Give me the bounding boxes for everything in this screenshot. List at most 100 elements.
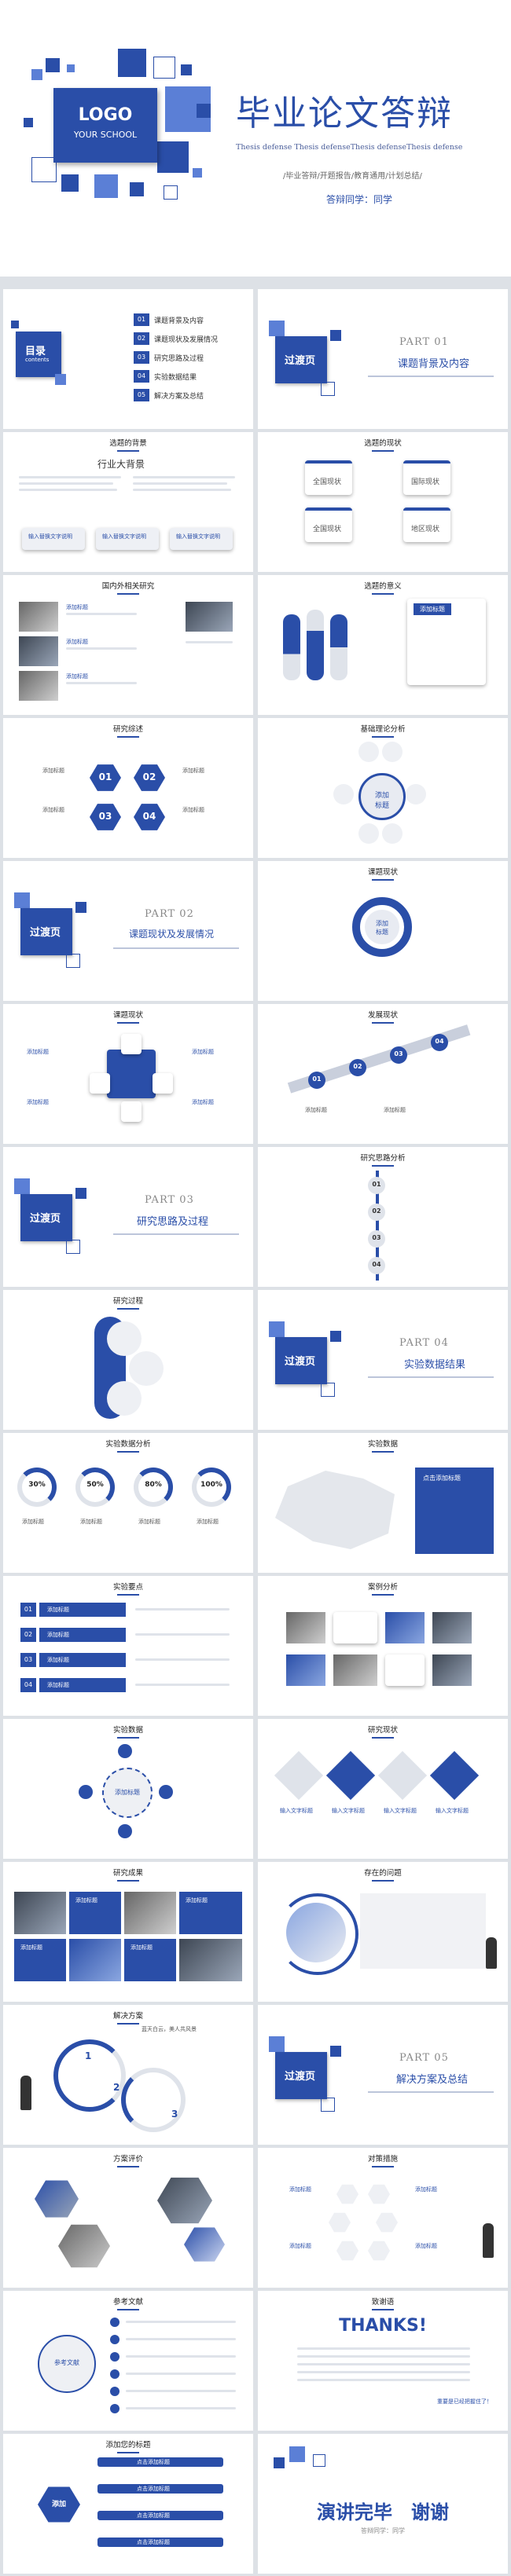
point-bar	[39, 1678, 126, 1692]
slide-ending[interactable]: 演讲完毕 谢谢 答辩同学：同学	[258, 2434, 508, 2574]
photo	[333, 1654, 377, 1686]
hex-icon	[368, 2241, 390, 2261]
node-number: 01	[372, 1181, 381, 1188]
title-bar: 点击添加标题	[97, 2511, 223, 2520]
box-label: 输入替换文字说明	[28, 533, 72, 540]
node-circle	[382, 823, 403, 844]
slide-topic-status[interactable]: 选题的现状 全国现状 国际现状 全国现状 地区现状	[258, 432, 508, 572]
slide-problems[interactable]: 存在的问题	[258, 1862, 508, 2002]
contents-number: 01	[134, 313, 149, 326]
photo	[124, 1892, 176, 1934]
slide-extra[interactable]: 添加您的标题 添加 点击添加标题 点击添加标题 点击添加标题 点击添加标题	[3, 2434, 253, 2574]
slide-title: 实验数据	[258, 1438, 508, 1453]
tags-line: /毕业答辩/开题报告/教育通用/计划总结/	[283, 172, 422, 181]
status-box-label: 全国现状	[313, 526, 342, 533]
hex-icon	[329, 2212, 351, 2233]
slide-topic-status-3[interactable]: 课题现状 添加标题 添加标题 添加标题 添加标题	[3, 1004, 253, 1144]
contents-number: 03	[134, 351, 149, 364]
slide-title: 基础理论分析	[258, 723, 508, 738]
map	[275, 1471, 395, 1549]
divider	[368, 2091, 494, 2093]
slide-topic-status-2[interactable]: 课题现状 添加 标题	[258, 861, 508, 1001]
slide-title: 课题现状	[258, 866, 508, 881]
divider	[368, 1376, 494, 1378]
deco-square	[330, 2046, 341, 2057]
thanks-footer: 重要是已经把握住了！	[437, 2398, 492, 2405]
slide-research-results[interactable]: 研究成果 添加标题 添加标题 添加标题 添加标题	[3, 1862, 253, 2002]
slide-title: 研究现状	[258, 1724, 508, 1739]
photo	[432, 1612, 472, 1643]
center-label: 添加标题	[115, 1789, 140, 1796]
photo	[385, 1612, 425, 1643]
item-label: 输入文字标题	[384, 1808, 417, 1814]
deco-square	[321, 1383, 335, 1397]
contents-text: 研究思路及过程	[154, 355, 204, 363]
slide-topic-background[interactable]: 选题的背景 行业大背景 输入替换文字说明 输入替换文字说明 输入替换文字说明	[3, 432, 253, 572]
slide-cases[interactable]: 案例分析	[258, 1576, 508, 1716]
slide-title: 方案评价	[3, 2153, 253, 2167]
slide-research-process[interactable]: 研究过程	[3, 1290, 253, 1430]
slide-thanks[interactable]: 致谢语 THANKS! 重要是已经把握住了！	[258, 2291, 508, 2431]
slide-transition-4[interactable]: 过渡页 PART 04 实验数据结果	[258, 1290, 508, 1430]
slide-transition-3[interactable]: 过渡页 PART 03 研究思路及过程	[3, 1147, 253, 1287]
english-subtitle: Thesis defense Thesis defenseThesis defe…	[236, 143, 463, 152]
center-label: 添加 标题	[376, 920, 388, 936]
bubble	[129, 1351, 164, 1386]
reference-dot	[110, 2404, 119, 2413]
node	[79, 1785, 93, 1799]
slide-theory-analysis[interactable]: 基础理论分析 添加 标题	[258, 718, 508, 858]
slide-topic-meaning[interactable]: 选题的意义 添加标题	[258, 575, 508, 715]
part-number: PART 02	[145, 908, 194, 920]
item-label: 添加标题	[182, 768, 204, 774]
slide-experiment-data-2[interactable]: 实验数据 添加标题	[3, 1719, 253, 1859]
deco-square	[24, 118, 33, 127]
hex-number: 04	[142, 811, 156, 822]
deco-square	[11, 321, 19, 328]
contents-item[interactable]: 03 研究思路及过程	[134, 350, 244, 365]
slide-transition-2[interactable]: 过渡页 PART 02 课题现状及发展情况	[3, 861, 253, 1001]
deco-square	[164, 185, 178, 200]
slide-research-status[interactable]: 研究现状 输入文字标题 输入文字标题 输入文字标题 输入文字标题	[258, 1719, 508, 1859]
text-line	[133, 482, 227, 485]
slide-research-review[interactable]: 研究综述 01 02 03 04 添加标题 添加标题 添加标题 添加标题	[3, 718, 253, 858]
photo-circle	[286, 1903, 346, 1962]
slide-research-analysis[interactable]: 研究思路分析 01 02 03 04	[258, 1147, 508, 1287]
slide-development[interactable]: 发展现状 01 02 03 04 添加标题 添加标题	[258, 1004, 508, 1144]
text-card	[333, 1612, 377, 1643]
deco-square	[31, 69, 42, 80]
block-label: 添加标题	[186, 1897, 208, 1904]
item-label: 添加标题	[27, 1099, 49, 1105]
step-number: 04	[435, 1038, 444, 1045]
slide-measures[interactable]: 对策措施 添加标题 添加标题 添加标题 添加标题	[258, 2148, 508, 2288]
icon-box	[153, 1073, 173, 1094]
photo	[19, 671, 58, 701]
photo	[179, 1939, 242, 1981]
photo	[186, 602, 233, 632]
hex-photo	[157, 2177, 212, 2224]
deco-square	[181, 64, 192, 75]
slide-experiment-data[interactable]: 实验数据 点击添加标题	[258, 1433, 508, 1573]
slide-references[interactable]: 参考文献 参考文献	[3, 2291, 253, 2431]
slide-transition-1[interactable]: 过渡页 PART 01 课题背景及内容	[258, 289, 508, 429]
slide-transition-5[interactable]: 过渡页 PART 05 解决方案及总结	[258, 2005, 508, 2145]
deco-square	[118, 49, 146, 77]
item-label: 输入文字标题	[332, 1808, 365, 1814]
center-circle: 添加 标题	[358, 773, 406, 820]
bubble	[107, 1381, 142, 1416]
text-panel: 添加标题	[407, 599, 486, 685]
slide-title: 对策措施	[258, 2153, 508, 2167]
slide-domestic-research[interactable]: 国内外相关研究 添加标题 添加标题 添加标题	[3, 575, 253, 715]
transition-block	[20, 908, 72, 955]
deco-square	[66, 1240, 80, 1254]
slide-evaluation[interactable]: 方案评价	[3, 2148, 253, 2288]
slide-solutions[interactable]: 解决方案 蓝天白云，美人共风景 1 2 3	[3, 2005, 253, 2145]
ring-label: 添加标题	[197, 1519, 219, 1525]
item-label: 添加标题	[289, 2243, 311, 2249]
